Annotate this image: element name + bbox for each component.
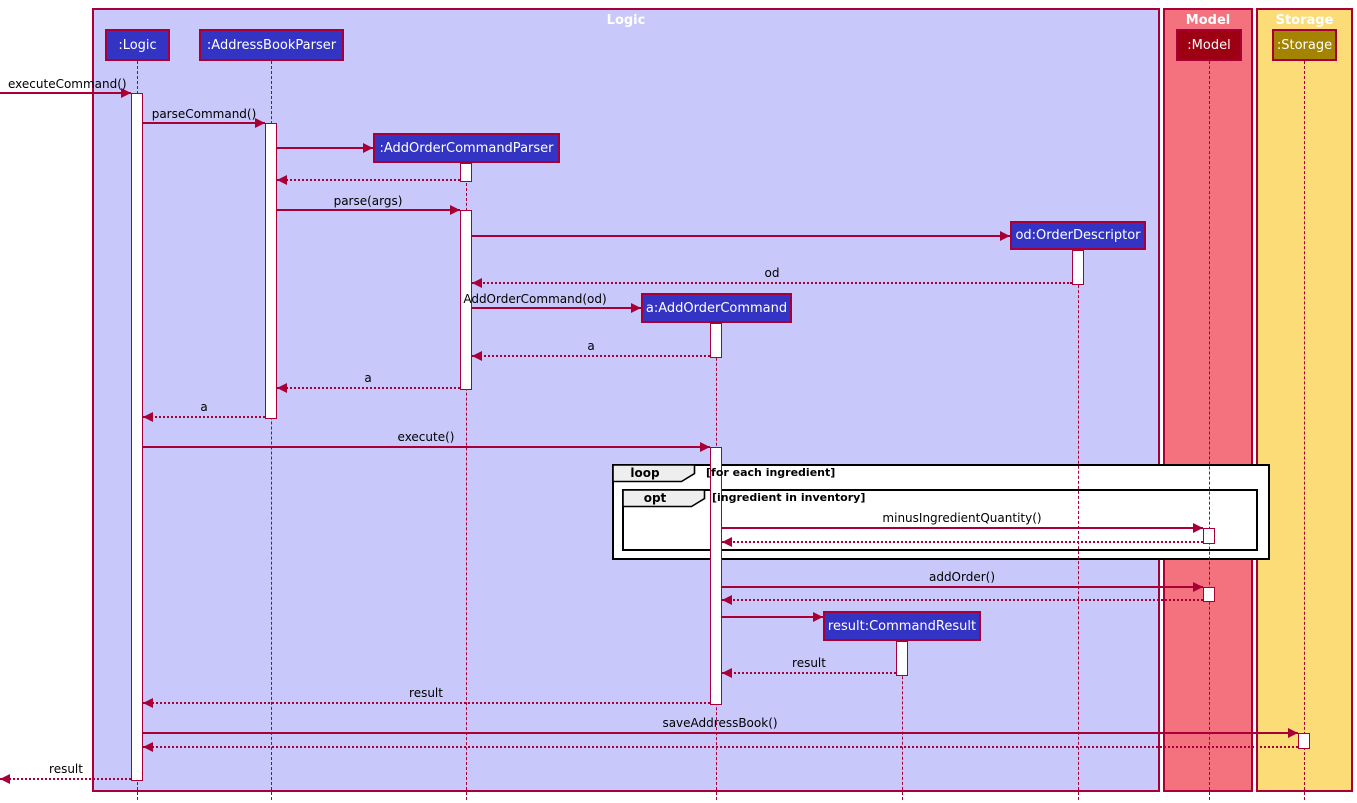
message-label: result: [49, 762, 83, 776]
arrow-head: [1193, 523, 1203, 533]
arrow-line: [722, 541, 1203, 543]
arrow-head: [277, 175, 287, 185]
arrow-head: [631, 303, 641, 313]
lifeline-storage: [1304, 61, 1305, 800]
arrow-line: [143, 416, 265, 418]
activation-model-minus: [1203, 528, 1215, 544]
participant-commandresult: result:CommandResult: [823, 611, 981, 641]
arrow-head: [255, 118, 265, 128]
arrow-line: [277, 147, 373, 149]
message-label: minusIngredientQuantity(): [882, 511, 1042, 525]
frame-logic-title: Logic: [606, 13, 646, 28]
arrow-line: [143, 122, 265, 124]
arrow-line: [472, 355, 710, 357]
message-label: od: [764, 266, 780, 280]
activation-addordercommandparser-parse: [460, 210, 472, 390]
message-label: addOrder(): [928, 570, 996, 584]
arrow-head: [143, 412, 153, 422]
frame-logic: Logic: [92, 8, 1160, 792]
arrow-line: [472, 307, 641, 309]
arrow-line: [0, 92, 131, 94]
message-label: result: [792, 656, 826, 670]
lifeline-addordercommandparser: [466, 163, 467, 800]
lifeline-orderdescriptor: [1078, 250, 1079, 800]
activation-addordercommand-execute: [710, 447, 722, 705]
arrow-head: [1000, 231, 1010, 241]
opt-guard: [ingredient in inventory]: [712, 491, 866, 504]
arrow-head: [472, 351, 482, 361]
activation-orderdescriptor: [1072, 250, 1084, 285]
arrow-head: [722, 537, 732, 547]
arrow-head: [722, 595, 732, 605]
message-label: parse(args): [333, 194, 403, 208]
message-label: saveAddressBook(): [662, 716, 778, 730]
activation-commandresult: [896, 641, 908, 676]
message-label: AddOrderCommand(od): [463, 292, 607, 306]
arrow-head: [1288, 728, 1298, 738]
participant-addordercommand: a:AddOrderCommand: [641, 293, 792, 323]
arrow-head: [472, 278, 482, 288]
frame-storage-title: Storage: [1275, 13, 1334, 28]
arrow-line: [143, 746, 1298, 748]
arrow-line: [722, 599, 1203, 601]
arrow-line: [472, 235, 1010, 237]
arrow-head: [0, 774, 10, 784]
arrow-head: [722, 668, 732, 678]
participant-addordercommandparser: :AddOrderCommandParser: [373, 133, 560, 163]
loop-guard: [for each ingredient]: [706, 466, 836, 479]
arrow-line: [722, 527, 1203, 529]
activation-addressbookparser: [265, 123, 277, 419]
activation-model-addorder: [1203, 587, 1215, 602]
arrow-head: [121, 88, 131, 98]
pentagon-shape: [622, 489, 706, 508]
arrow-line: [722, 616, 823, 618]
opt-operator-pentagon: opt: [622, 489, 706, 508]
arrow-line: [277, 209, 460, 211]
arrow-line: [472, 282, 1072, 284]
message-label: a: [200, 400, 208, 414]
lifeline-commandresult: [902, 641, 903, 800]
activation-addordercommand-create: [710, 323, 722, 358]
arrow-line: [722, 672, 896, 674]
arrow-line: [0, 778, 131, 780]
arrow-line: [722, 586, 1203, 588]
loop-operator-pentagon: loop: [612, 464, 696, 483]
arrow-line: [143, 732, 1298, 734]
arrow-line: [277, 179, 460, 181]
frame-model: Model: [1163, 8, 1253, 792]
lifeline-model: [1209, 61, 1210, 800]
arrow-head: [813, 612, 823, 622]
opt-operator-label: opt: [643, 491, 667, 505]
arrow-line: [277, 387, 460, 389]
activation-logic: [131, 93, 143, 781]
frame-model-title: Model: [1185, 13, 1231, 28]
participant-orderdescriptor: od:OrderDescriptor: [1010, 221, 1146, 250]
arrow-head: [143, 698, 153, 708]
arrow-head: [700, 442, 710, 452]
message-label: a: [364, 371, 372, 385]
arrow-head: [143, 742, 153, 752]
arrow-head: [450, 205, 460, 215]
arrow-line: [143, 446, 710, 448]
loop-operator-label: loop: [630, 466, 660, 480]
arrow-head: [277, 383, 287, 393]
participant-storage: :Storage: [1272, 29, 1337, 61]
arrow-head: [1193, 582, 1203, 592]
participant-addressbookparser: :AddressBookParser: [199, 29, 344, 61]
message-label: executeCommand(): [8, 77, 127, 91]
arrow-line: [143, 702, 710, 704]
activation-addordercommandparser-create: [460, 163, 472, 182]
pentagon-shape: [612, 464, 696, 483]
message-label: parseCommand(): [151, 107, 257, 121]
arrow-head: [363, 143, 373, 153]
participant-logic: :Logic: [105, 29, 170, 61]
lifeline-addressbookparser: [271, 61, 272, 800]
activation-storage: [1298, 733, 1310, 749]
participant-model: :Model: [1176, 29, 1242, 61]
message-label: result: [409, 686, 443, 700]
message-label: a: [587, 339, 595, 353]
message-label: execute(): [397, 430, 455, 444]
